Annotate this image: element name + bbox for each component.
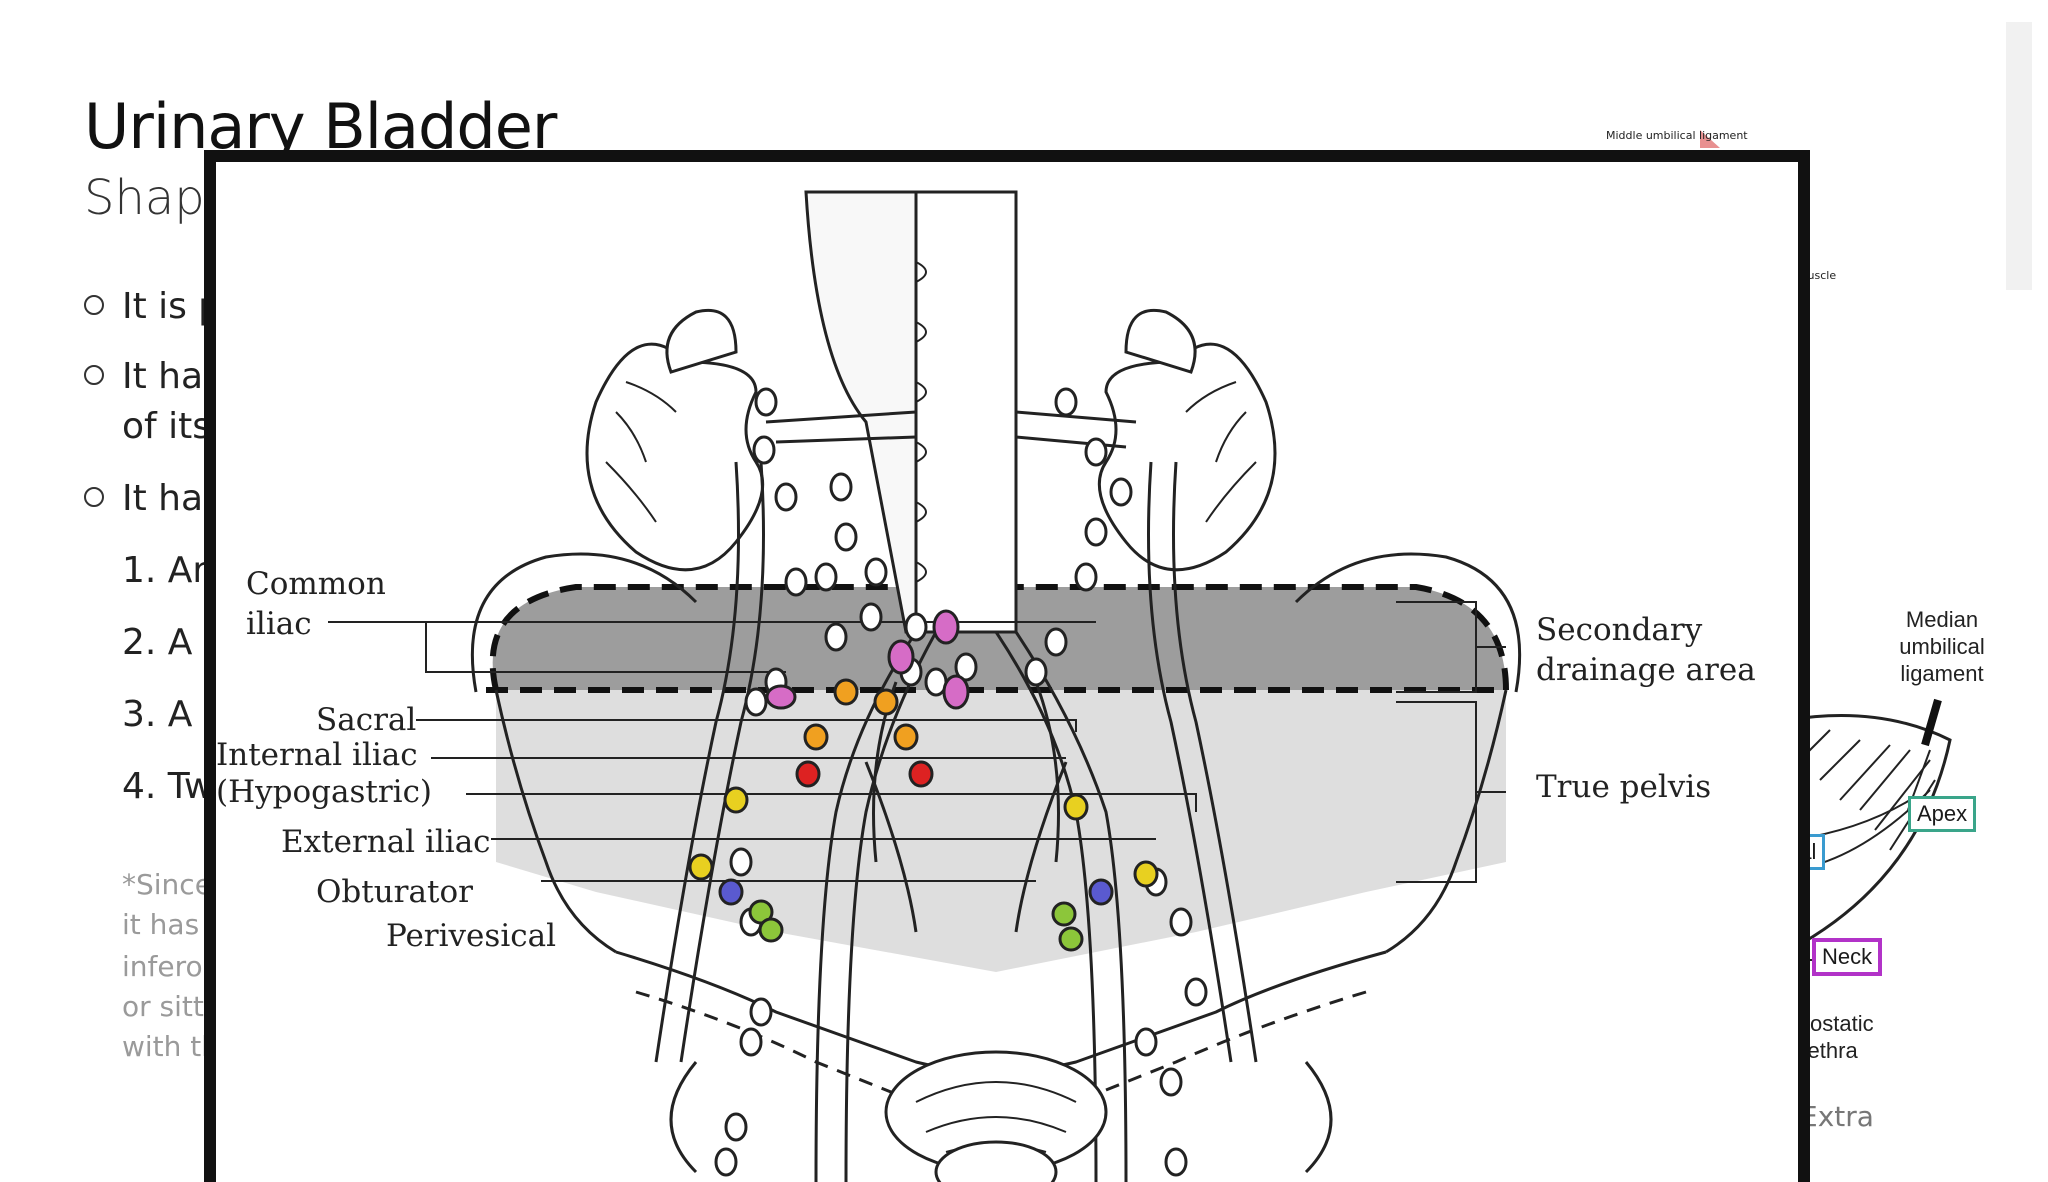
apex-label: Apex <box>1908 796 1977 832</box>
label-internal-iliac: Internal iliac <box>216 737 418 773</box>
slide-subtitle: Shap <box>84 170 205 226</box>
internal-iliac-nodes <box>795 760 934 788</box>
note-line: *Since <box>122 868 212 901</box>
label-sacral: Sacral <box>316 702 416 738</box>
aorta-ivc <box>765 190 1137 634</box>
neck-label: Neck <box>1812 938 1883 976</box>
label-common-iliac-line2: iliac <box>246 606 312 642</box>
note-line: infero <box>122 950 203 983</box>
para-aortic-nodes <box>714 387 1208 1177</box>
lymph-drainage-diagram: Common iliac Sacral Internal iliac (Hypo… <box>216 190 1756 1182</box>
panel-edge <box>2006 22 2032 290</box>
bullet-marker-icon <box>84 365 104 385</box>
obturator-nodes <box>718 878 1114 906</box>
label-external-iliac: External iliac <box>281 824 491 860</box>
secondary-area-boundary <box>489 584 1509 691</box>
note-line: or sitt <box>122 990 204 1023</box>
iliac-vessels <box>654 461 1258 1182</box>
label-secondary-line2: drainage area <box>1536 652 1756 688</box>
median-umbilical-label: Median umbilical ligament <box>1899 607 1985 686</box>
label-true-pelvis: True pelvis <box>1536 769 1711 805</box>
background-bladder-figure: Middle umbilical ligament r Muscle <box>1606 129 1952 961</box>
left-kidney <box>585 309 765 572</box>
bullet-continuation: of its <box>122 406 212 447</box>
label-perivesical: Perivesical <box>386 918 556 954</box>
numbered-item: 3. A <box>122 694 193 735</box>
numbered-item: 1. Ar <box>122 550 208 591</box>
sacral-nodes <box>803 678 919 751</box>
label-obturator: Obturator <box>316 874 473 910</box>
lymph-drainage-figure: Common iliac Sacral Internal iliac (Hypo… <box>204 150 1810 1182</box>
label-common-iliac-line1: Common <box>246 566 386 602</box>
common-iliac-nodes <box>765 609 970 710</box>
numbered-item: 2. A <box>122 622 193 663</box>
bullet-marker-icon <box>84 295 104 315</box>
bladder <box>884 1050 1108 1182</box>
middle-umbilical-label: Middle umbilical ligament <box>1606 129 1748 142</box>
bullet-marker-icon <box>84 487 104 507</box>
label-secondary-line1: Secondary <box>1536 612 1703 648</box>
label-hypogastric: (Hypogastric) <box>216 774 432 810</box>
right-kidney <box>1097 309 1277 572</box>
numbered-item: 4. Tw <box>122 766 214 807</box>
external-iliac-nodes <box>688 786 1159 888</box>
label-leader-lines <box>328 601 1506 883</box>
slide: Urinary Bladder Shap It is p It has of i… <box>84 22 2032 1182</box>
extra-label: Extra <box>1800 1100 1874 1133</box>
perivesical-nodes <box>748 899 1084 952</box>
note-line: with th <box>122 1030 220 1063</box>
note-line: it has <box>122 908 200 941</box>
